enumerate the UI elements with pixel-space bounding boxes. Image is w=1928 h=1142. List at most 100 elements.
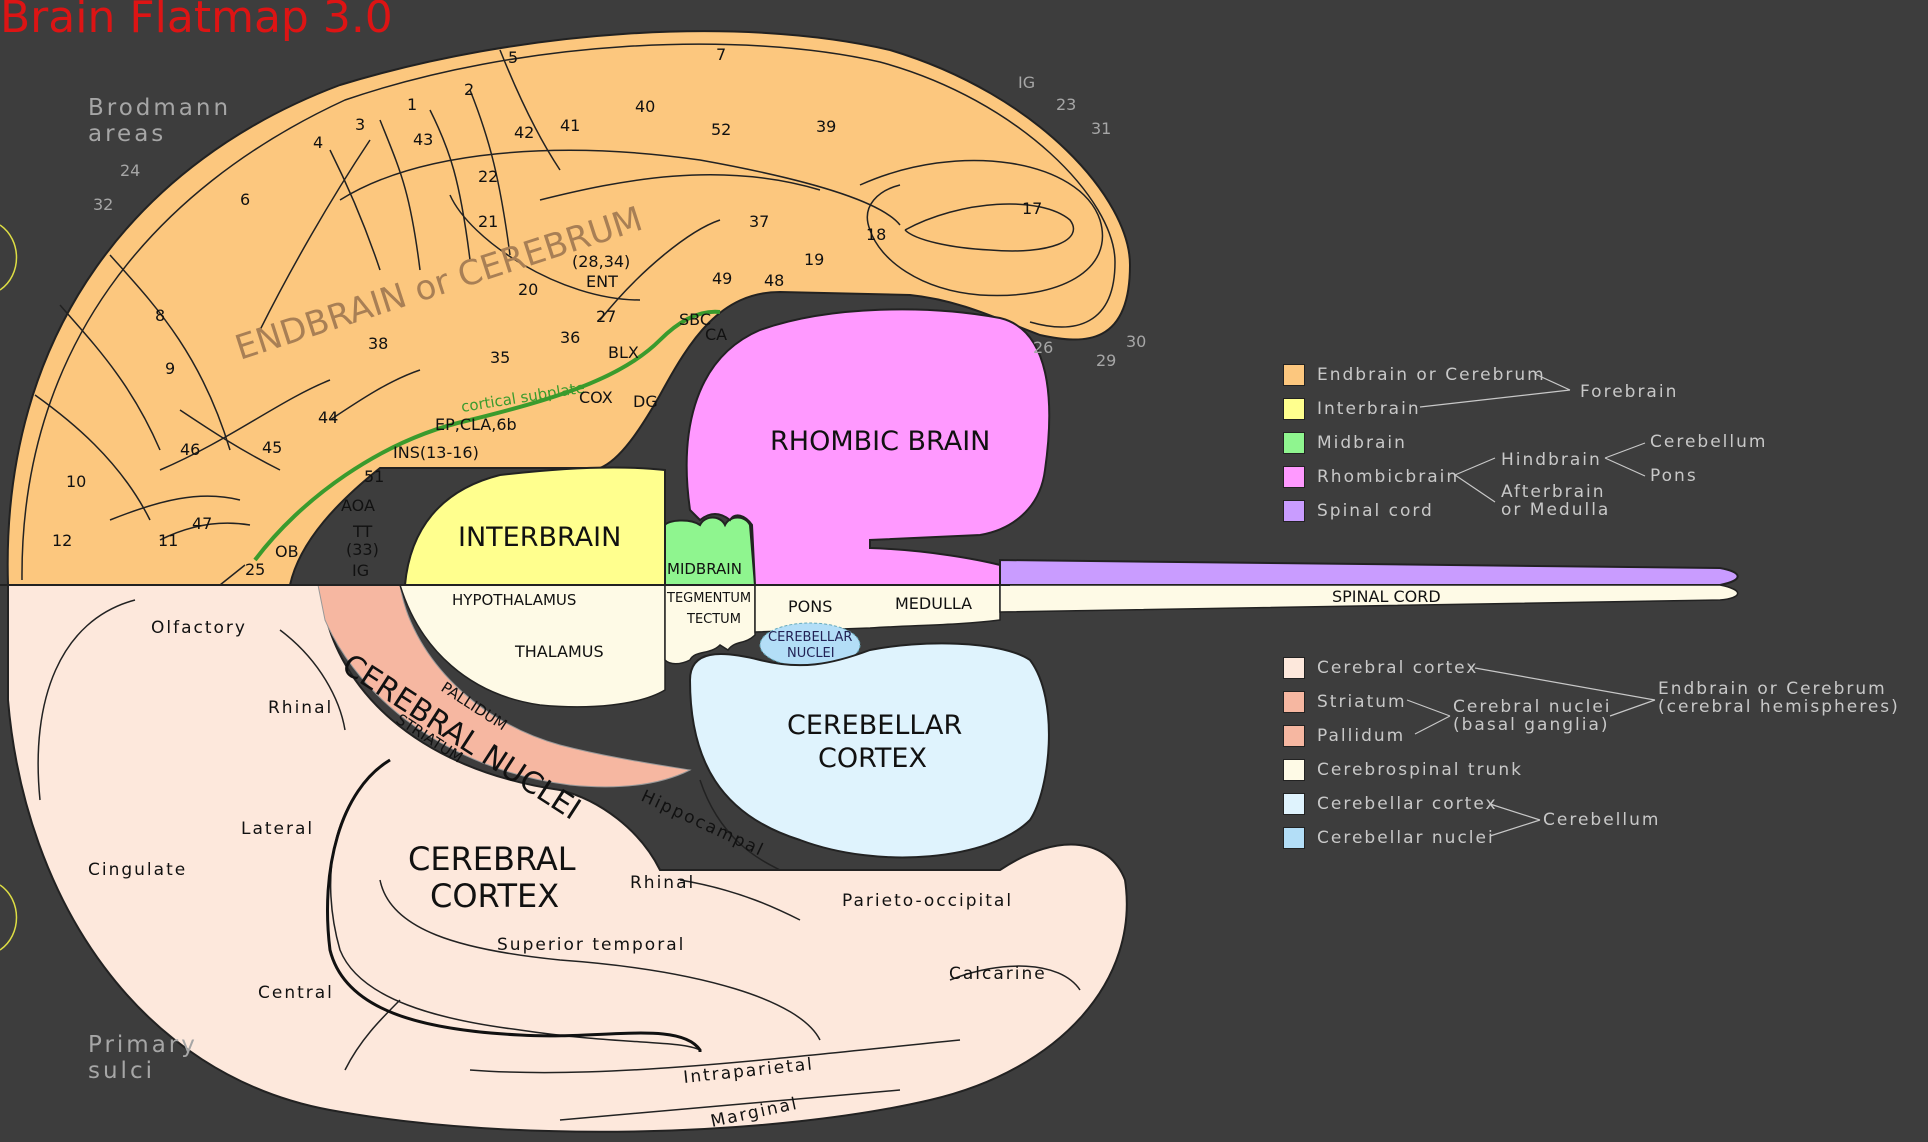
sulci-heading-line2: sulci <box>88 1058 155 1084</box>
brodmann-label: 44 <box>318 408 338 427</box>
legend-item: Cerebral cortex <box>1283 656 1478 680</box>
legend-item: Spinal cord <box>1283 499 1434 523</box>
brodmann-label: DG <box>633 392 658 411</box>
midbrain-label: MIDBRAIN <box>667 560 742 578</box>
legend-cerebral-nuclei: Cerebral nuclei (basal ganglia) <box>1453 698 1612 734</box>
brodmann-label: 47 <box>192 514 212 533</box>
area17-inner <box>904 203 1075 252</box>
legend-item: Midbrain <box>1283 431 1407 455</box>
legend-label: Pallidum <box>1317 726 1406 746</box>
brodmann-label: 37 <box>749 212 769 231</box>
legend-label: Midbrain <box>1317 433 1407 453</box>
spinal-cord-lower-region <box>999 584 1739 613</box>
edge-arc-bottom <box>0 884 18 951</box>
legend-swatch <box>1283 657 1305 679</box>
legend-endbrain-hemispheres: Endbrain or Cerebrum (cerebral hemispher… <box>1658 680 1900 716</box>
brodmann-label: 43 <box>413 130 433 149</box>
legend-label: Cerebellar cortex <box>1317 794 1498 814</box>
legend-swatch <box>1283 466 1305 488</box>
interbrain-label: INTERBRAIN <box>458 522 621 553</box>
spinal-cord-region <box>999 558 1739 586</box>
legend-swatch <box>1283 793 1305 815</box>
cerebellar-nuclei-label-1: CEREBELLAR <box>768 630 852 645</box>
brodmann-label: EP,CLA,6b <box>435 415 517 434</box>
tegmentum-label: TEGMENTUM <box>666 591 751 606</box>
sulci-heading-line1: Primary <box>88 1032 198 1058</box>
legend-swatch <box>1283 364 1305 386</box>
brodmann-label: 40 <box>635 97 655 116</box>
sulci-curves <box>37 599 1081 1121</box>
brodmann-label: 10 <box>66 472 86 491</box>
brodmann-label: 5 <box>508 48 518 67</box>
legend-swatch <box>1283 432 1305 454</box>
brodmann-label: 11 <box>158 531 178 550</box>
legend-afterbrain-line2: or Medulla <box>1501 500 1611 520</box>
brodmann-label: (33) <box>346 540 379 559</box>
legend-hindbrain: Hindbrain <box>1501 450 1602 470</box>
brodmann-label: 22 <box>478 167 498 186</box>
legend-swatch <box>1283 691 1305 713</box>
medulla-label: MEDULLA <box>895 594 972 613</box>
brodmann-label: 21 <box>478 212 498 231</box>
trunk-region <box>398 584 666 708</box>
brodmann-label: CA <box>705 325 727 344</box>
legend-swatch <box>1283 725 1305 747</box>
primary-sulci-heading: Primary sulci <box>88 1032 198 1084</box>
brodmann-label: 27 <box>596 307 616 326</box>
midbrain-trunk-region <box>664 584 756 665</box>
brodmann-label: BLX <box>608 343 639 362</box>
midbrain-region <box>664 516 757 586</box>
cerebellar-nuclei-label-2: NUCLEI <box>787 646 835 661</box>
sulcus-label: Olfactory <box>151 618 247 638</box>
sulcus-label: Cingulate <box>88 860 187 880</box>
legend-forebrain: Forebrain <box>1580 382 1679 402</box>
brodmann-label: 7 <box>716 45 726 64</box>
brodmann-label: 46 <box>180 440 200 459</box>
legend-swatch <box>1283 827 1305 849</box>
legend-item: Striatum <box>1283 690 1407 714</box>
outer-area-label: 26 <box>1033 338 1053 357</box>
sulcus-label: Rhinal <box>630 873 695 893</box>
brodmann-label: 9 <box>165 359 175 378</box>
brodmann-label: AOA <box>341 496 375 515</box>
legend-item: Cerebellar nuclei <box>1283 826 1495 850</box>
brodmann-label: 51 <box>364 467 384 486</box>
cerebral-cortex-label-1: CEREBRAL <box>408 840 576 878</box>
tectum-label: TECTUM <box>686 612 741 627</box>
brodmann-label: 3 <box>355 115 365 134</box>
hypothalamus-label: HYPOTHALAMUS <box>452 591 576 609</box>
brodmann-label: IG <box>352 561 369 580</box>
brodmann-heading-line2: areas <box>88 121 167 147</box>
legend-afterbrain: Afterbrain or Medulla <box>1501 483 1610 519</box>
legend-item: Rhombicbrain <box>1283 465 1459 489</box>
sulcus-label: Calcarine <box>949 964 1047 984</box>
brodmann-label: 17 <box>1022 199 1042 218</box>
brodmann-label: TT <box>352 522 372 541</box>
sulcus-label: Superior temporal <box>497 935 685 955</box>
legend-label: Striatum <box>1317 692 1407 712</box>
brodmann-label: 25 <box>245 560 265 579</box>
legend-item: Interbrain <box>1283 397 1421 421</box>
legend-swatch <box>1283 500 1305 522</box>
legend-swatch <box>1283 398 1305 420</box>
brodmann-label: INS(13-16) <box>393 443 479 462</box>
cerebral-cortex-region <box>7 584 1128 1133</box>
outer-area-label: 24 <box>120 161 140 180</box>
legend-label: Cerebrospinal trunk <box>1317 760 1523 780</box>
brodmann-label: 2 <box>464 80 474 99</box>
cerebellar-cortex-label-2: CORTEX <box>818 743 927 774</box>
legend-item: Cerebellar cortex <box>1283 792 1498 816</box>
legend-pons: Pons <box>1650 466 1698 486</box>
brodmann-areas-heading: Brodmann areas <box>88 95 231 147</box>
sulcus-label: Rhinal <box>268 698 333 718</box>
legend-label: Spinal cord <box>1317 501 1434 521</box>
brodmann-label: 38 <box>368 334 388 353</box>
sulcus-label: Lateral <box>241 819 314 839</box>
outer-area-label: 32 <box>93 195 113 214</box>
cerebellar-nuclei-region <box>759 622 861 668</box>
brodmann-label: 49 <box>712 269 732 288</box>
brodmann-label: 6 <box>240 190 250 209</box>
